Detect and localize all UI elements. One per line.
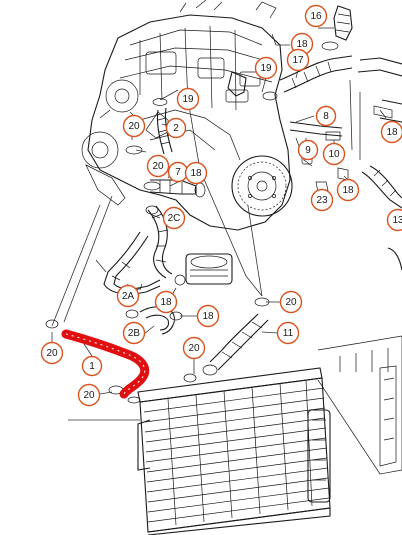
callout-13: 13 [386, 208, 402, 232]
callout-1: 1 [81, 355, 103, 377]
callout-2c: 2C [162, 206, 186, 230]
upper-right-hoses [227, 5, 402, 123]
callout-label: 18 [190, 168, 202, 179]
callout-circle [184, 161, 208, 185]
callout-2a: 2A [116, 284, 140, 308]
callout-circle [154, 290, 178, 314]
callout-9: 9 [297, 139, 319, 161]
callout-label: 16 [310, 11, 322, 22]
callout-circle [40, 341, 64, 365]
callout-group: 16 18 19 17 19 2 20 8 18 9 10 20 7 18 18 23 2C 13 2A 18 20 18… [40, 4, 402, 407]
callout-20: 20 [40, 341, 64, 365]
callout-label: 10 [328, 149, 340, 160]
callout-circle [196, 304, 220, 328]
callout-19: 19 [176, 87, 200, 111]
radiator [127, 367, 331, 535]
callout-label: 8 [323, 111, 329, 122]
callout-2b: 2B [122, 321, 146, 345]
callout-20: 20 [182, 336, 206, 360]
callout-8: 8 [315, 105, 337, 127]
callout-7: 7 [167, 161, 189, 183]
callout-label: 2C [168, 213, 181, 224]
callout-label: 19 [182, 94, 194, 105]
callout-label: 1 [89, 361, 95, 372]
callout-label: 20 [152, 161, 164, 172]
callout-label: 18 [342, 185, 354, 196]
callout-18: 18 [380, 120, 402, 144]
callout-19: 19 [254, 56, 278, 80]
callout-11: 11 [276, 321, 300, 345]
callout-18: 18 [336, 178, 360, 202]
callout-circle [297, 139, 319, 161]
secondary-radiator [317, 335, 402, 475]
callout-circle [315, 105, 337, 127]
right-side-pipes [289, 121, 402, 271]
callout-20: 20 [146, 154, 170, 178]
callout-20: 20 [77, 383, 101, 407]
center-hoses [45, 98, 270, 395]
callout-label: 13 [392, 215, 402, 226]
callout-label: 18 [202, 311, 214, 322]
callout-label: 7 [175, 167, 181, 178]
callout-circle [386, 208, 402, 232]
callout-circle [176, 87, 200, 111]
callout-circle [162, 206, 186, 230]
callout-circle [122, 321, 146, 345]
highlighted-hose-1 [61, 329, 150, 399]
engine-block [81, 0, 291, 231]
callout-18: 18 [196, 304, 220, 328]
callout-circle [286, 48, 310, 72]
callout-label: 20 [285, 297, 297, 308]
callout-label: 23 [316, 195, 328, 206]
callout-circle [146, 154, 170, 178]
callout-16: 16 [304, 4, 328, 28]
callout-18: 18 [184, 161, 208, 185]
callout-label: 20 [46, 348, 58, 359]
callout-circle [182, 336, 206, 360]
leader-lines [51, 27, 387, 421]
callout-circle [165, 117, 187, 139]
callout-label: 19 [260, 63, 272, 74]
callout-circle [276, 321, 300, 345]
callout-circle [254, 56, 278, 80]
callout-label: 20 [128, 121, 140, 132]
callout-label: 2A [122, 291, 135, 302]
callout-circle [304, 4, 328, 28]
callout-10: 10 [322, 142, 346, 166]
callout-circle [77, 383, 101, 407]
callout-circle [310, 188, 334, 212]
callout-label: 11 [283, 328, 294, 339]
callout-circle [116, 284, 140, 308]
callout-label: 2B [128, 328, 141, 339]
callout-label: 20 [83, 390, 95, 401]
callout-20: 20 [279, 290, 303, 314]
callout-2: 2 [165, 117, 187, 139]
callout-circle [336, 178, 360, 202]
callout-label: 17 [292, 55, 304, 66]
callout-circle [322, 142, 346, 166]
callout-circle [81, 355, 103, 377]
callout-circle [122, 114, 146, 138]
callout-23: 23 [310, 188, 334, 212]
callout-label: 2 [173, 123, 179, 134]
callout-18: 18 [154, 290, 178, 314]
pulley-gear [231, 155, 293, 217]
callout-label: 18 [386, 127, 398, 138]
callout-label: 20 [188, 343, 200, 354]
callout-17: 17 [286, 48, 310, 72]
callout-label: 18 [296, 39, 308, 50]
callout-circle [380, 120, 402, 144]
callout-label: 9 [305, 145, 311, 156]
callout-label: 18 [160, 297, 172, 308]
callout-20: 20 [122, 114, 146, 138]
callout-circle [279, 290, 303, 314]
